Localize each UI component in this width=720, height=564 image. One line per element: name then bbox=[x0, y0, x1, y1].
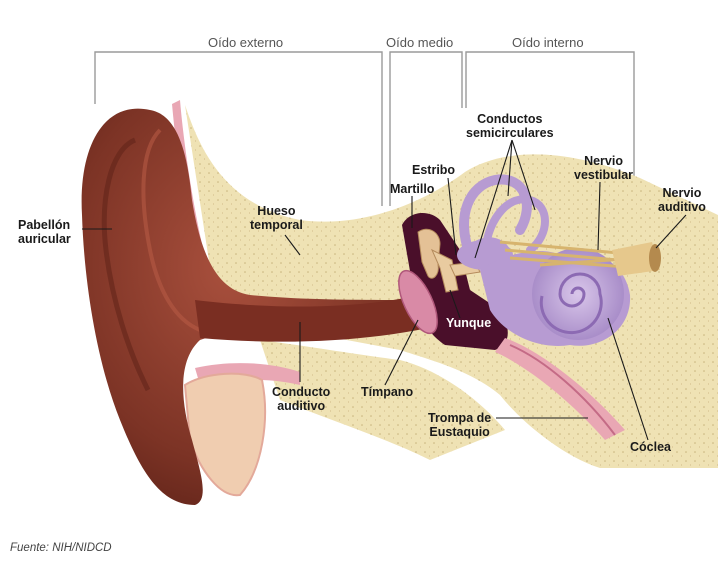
label-eardrum: Tímpano bbox=[361, 385, 414, 399]
eustachian-tube bbox=[495, 338, 625, 440]
label-vestibular-line2: vestibular bbox=[574, 168, 634, 182]
label-semicircular-canals: Conductos semicirculares bbox=[466, 112, 554, 140]
label-tube-line2: Eustaquio bbox=[429, 425, 490, 439]
label-ear-canal: Conducto auditivo bbox=[272, 385, 330, 413]
lower-cartilage bbox=[183, 372, 267, 497]
label-canals-line1: Conductos bbox=[477, 112, 543, 126]
ear-canal bbox=[195, 298, 428, 342]
label-vestibular-nerve: Nervio vestibular bbox=[574, 154, 633, 182]
label-cochlea: Cóclea bbox=[630, 440, 671, 454]
label-eustachian-tube: Trompa de Eustaquio bbox=[428, 411, 491, 439]
label-pinna-line2: auricular bbox=[18, 232, 71, 246]
label-auditory-nerve: Nervio auditivo bbox=[658, 186, 706, 214]
source-credit: Fuente: NIH/NIDCD bbox=[10, 542, 112, 554]
section-outer-ear: Oído externo bbox=[208, 35, 284, 50]
label-auditory-nerve-line2: auditivo bbox=[658, 200, 706, 214]
section-brackets bbox=[94, 51, 635, 206]
ossicles-shape bbox=[417, 228, 441, 279]
label-tube-line1: Trompa de bbox=[428, 411, 492, 425]
label-temporal-line2: temporal bbox=[250, 218, 303, 232]
label-canal-line1: Conducto bbox=[272, 385, 331, 399]
label-canals-line2: semicirculares bbox=[466, 126, 554, 140]
label-anvil: Yunque bbox=[446, 316, 492, 330]
label-auditory-nerve-line1: Nervio bbox=[662, 186, 702, 200]
cochlea-shape bbox=[532, 248, 624, 340]
label-temporal-line1: Hueso bbox=[257, 204, 296, 218]
eardrum-shape bbox=[398, 269, 438, 335]
label-canal-line2: auditivo bbox=[277, 399, 326, 413]
label-pinna-line1: Pabellón bbox=[18, 218, 71, 232]
label-pinna: Pabellón auricular bbox=[18, 218, 71, 246]
label-stirrup: Estribo bbox=[412, 163, 456, 177]
section-middle-ear: Oído medio bbox=[386, 35, 454, 50]
section-inner-ear: Oído interno bbox=[512, 35, 584, 50]
label-hammer: Martillo bbox=[390, 182, 435, 196]
leader-lines bbox=[82, 139, 687, 441]
label-vestibular-line1: Nervio bbox=[584, 154, 623, 168]
label-temporal-bone: Hueso temporal bbox=[250, 204, 303, 232]
